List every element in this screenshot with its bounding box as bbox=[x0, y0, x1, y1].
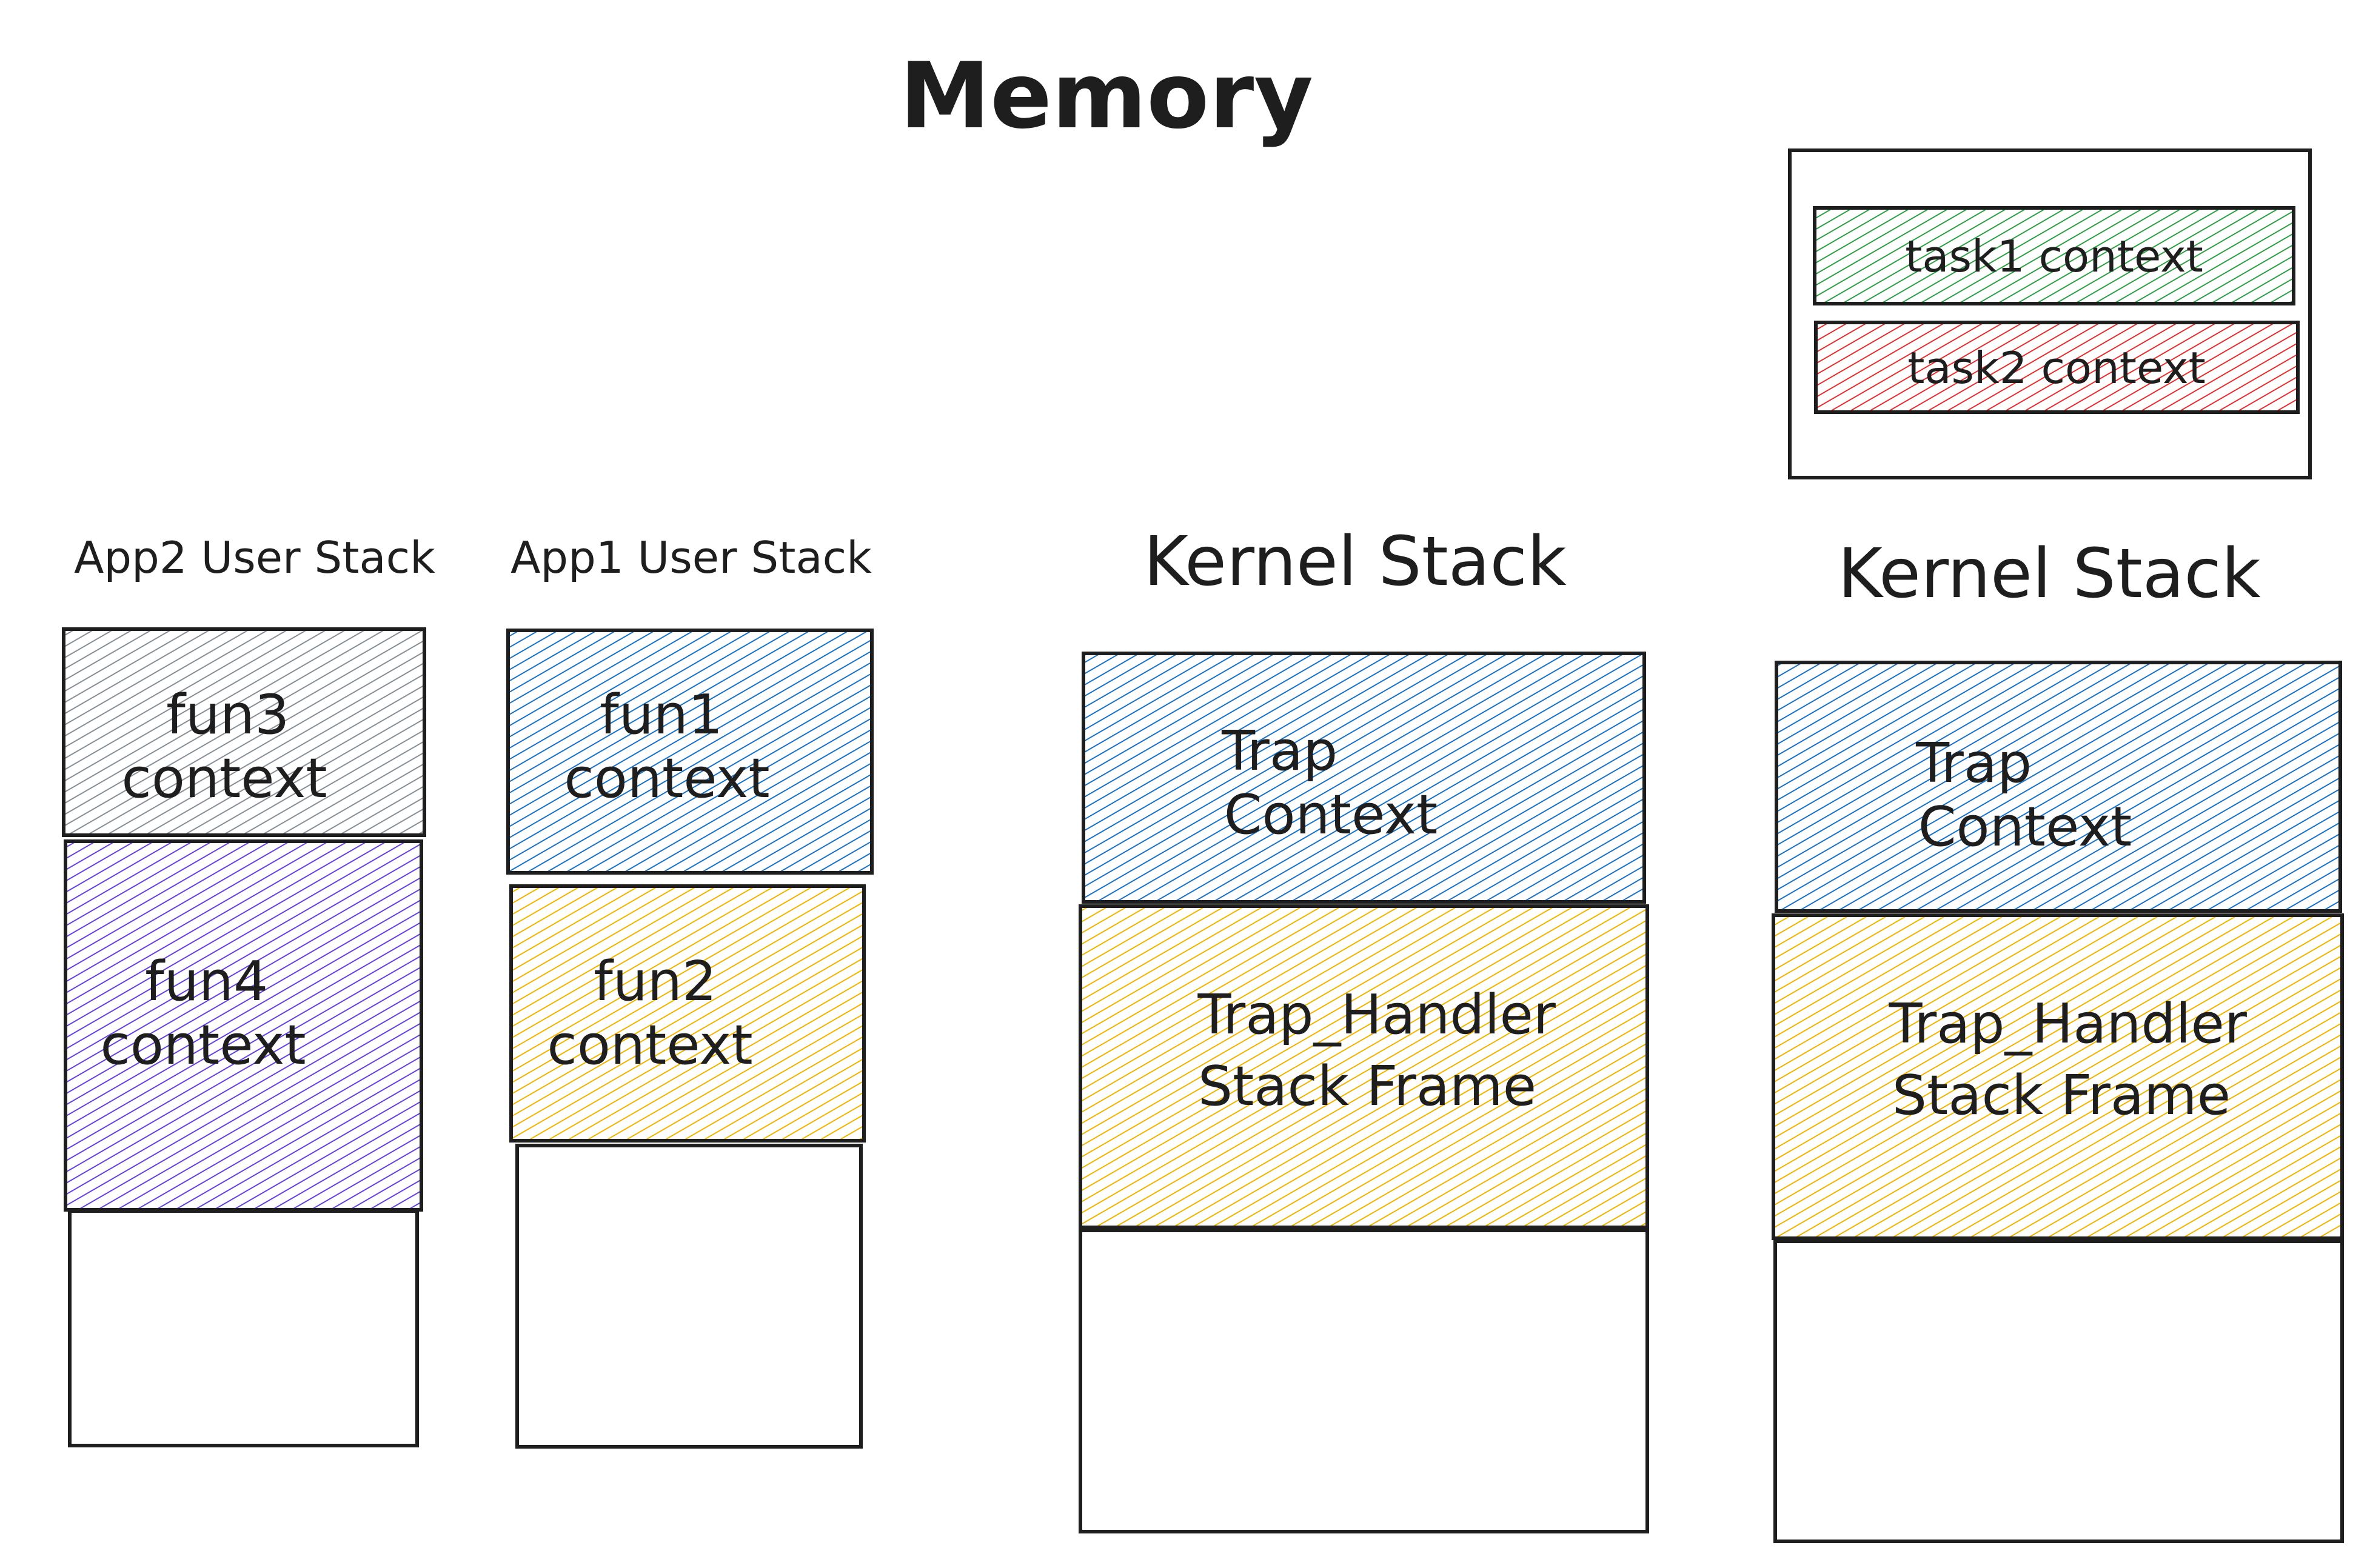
fun1-context-label: fun1 context bbox=[564, 683, 769, 810]
fun3-context-label: fun3 context bbox=[121, 683, 327, 810]
fun4-context-block bbox=[64, 839, 423, 1212]
kernel-stack-2-label: Kernel Stack bbox=[1838, 535, 2261, 613]
app1-user-stack-label: App1 User Stack bbox=[510, 532, 872, 583]
fun2-line-2: context bbox=[547, 1013, 752, 1077]
app2-user-stack: App2 User Stack fun3 context fun4 contex… bbox=[62, 532, 435, 1447]
fun3-context-block bbox=[62, 627, 426, 837]
fun1-line-1: fun1 bbox=[600, 683, 723, 747]
fun3-line-1: fun3 bbox=[166, 683, 289, 747]
kernel-1-trap-line-1: Trap bbox=[1221, 719, 1337, 783]
fun1-line-2: context bbox=[564, 747, 769, 810]
kernel-1-trap-context-label: Trap Context bbox=[1221, 719, 1438, 847]
kernel-1-free-space bbox=[1079, 1229, 1649, 1533]
legend-swatch-task2 bbox=[1814, 321, 2300, 414]
kernel-2-handler-line-2: Stack Frame bbox=[1892, 1064, 2231, 1127]
legend-label-task2: task2 context bbox=[1907, 342, 2206, 393]
kernel-2-handler-line-1: Trap_Handler bbox=[1888, 992, 2246, 1056]
kernel-1-trap-context-block bbox=[1082, 652, 1646, 904]
kernel-1-trap-handler-label: Trap_Handler Stack Frame bbox=[1197, 983, 1573, 1118]
legend-swatch-task1 bbox=[1813, 206, 2295, 305]
kernel-stack-1: Kernel Stack Trap Context Trap_Handler S… bbox=[1079, 522, 1649, 1533]
fun2-line-1: fun2 bbox=[594, 950, 717, 1013]
fun2-context-block bbox=[509, 884, 866, 1143]
kernel-1-handler-line-2: Stack Frame bbox=[1198, 1055, 1536, 1118]
app1-free-space bbox=[515, 1144, 863, 1449]
kernel-stack-2: Kernel Stack Trap Context Trap_Handler S… bbox=[1772, 535, 2344, 1543]
app1-user-stack: App1 User Stack fun1 context fun2 contex… bbox=[506, 532, 874, 1449]
app2-free-space bbox=[68, 1209, 419, 1447]
legend-label-task1: task1 context bbox=[1905, 231, 2203, 282]
kernel-2-trap-context-label: Trap Context bbox=[1915, 732, 2132, 859]
kernel-1-trap-line-2: Context bbox=[1224, 783, 1438, 847]
kernel-2-trap-line-1: Trap bbox=[1915, 732, 2032, 795]
kernel-2-trap-handler-label: Trap_Handler Stack Frame bbox=[1888, 992, 2264, 1127]
fun4-context-label: fun4 context bbox=[100, 950, 306, 1077]
fun1-context-block bbox=[506, 629, 874, 875]
legend: task1 context task2 context bbox=[1788, 148, 2312, 479]
fun4-line-1: fun4 bbox=[145, 950, 268, 1013]
kernel-2-free-space bbox=[1773, 1239, 2344, 1543]
kernel-2-trap-context-block bbox=[1775, 661, 2342, 913]
diagram-title: Memory bbox=[900, 44, 1313, 149]
app2-user-stack-label: App2 User Stack bbox=[74, 532, 435, 583]
fun2-context-label: fun2 context bbox=[547, 950, 752, 1077]
kernel-2-trap-handler-frame-block bbox=[1772, 913, 2344, 1240]
kernel-1-handler-line-1: Trap_Handler bbox=[1197, 983, 1555, 1047]
legend-frame bbox=[1788, 148, 2312, 479]
kernel-stack-1-label: Kernel Stack bbox=[1143, 522, 1567, 601]
kernel-2-trap-line-2: Context bbox=[1918, 795, 2132, 859]
fun3-line-2: context bbox=[121, 747, 327, 810]
fun4-line-2: context bbox=[100, 1013, 306, 1077]
kernel-1-trap-handler-frame-block bbox=[1079, 904, 1649, 1229]
